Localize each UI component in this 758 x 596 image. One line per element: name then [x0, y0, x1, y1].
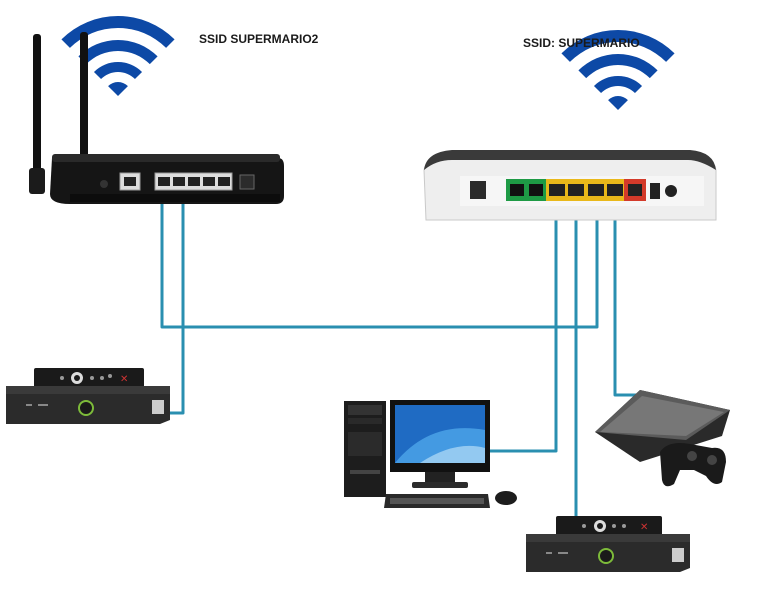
- wireless-router-icon: [29, 32, 284, 204]
- gamepad-icon: [660, 443, 726, 487]
- set-top-box-icon: ✕: [6, 368, 170, 424]
- svg-text:✕: ✕: [640, 522, 648, 533]
- cable-modem-to-pc: [490, 193, 558, 453]
- mouse-icon: [495, 491, 517, 505]
- remote-control-icon: [556, 516, 662, 536]
- ssid-label-left: SSID SUPERMARIO2: [199, 32, 319, 46]
- modem-router-icon: [423, 150, 717, 221]
- cable-modem-to-console: [613, 193, 640, 397]
- set-top-box-icon: ✕: [526, 516, 690, 572]
- wifi-icon: [561, 30, 675, 110]
- antenna-icon: [80, 32, 88, 182]
- ssid-label-right: SSID: SUPERMARIO: [523, 36, 640, 50]
- cable-router-to-modem: [160, 185, 599, 329]
- desktop-computer-icon: [344, 400, 517, 508]
- wifi-icon: [61, 16, 175, 96]
- game-console-icon: [595, 390, 730, 487]
- remote-control-icon: [34, 368, 144, 388]
- lan-ports: [154, 172, 233, 191]
- cables: [160, 185, 640, 518]
- antenna-icon: [33, 34, 41, 186]
- cable-router-to-settop-left: [170, 185, 185, 415]
- svg-text:✕: ✕: [120, 374, 128, 385]
